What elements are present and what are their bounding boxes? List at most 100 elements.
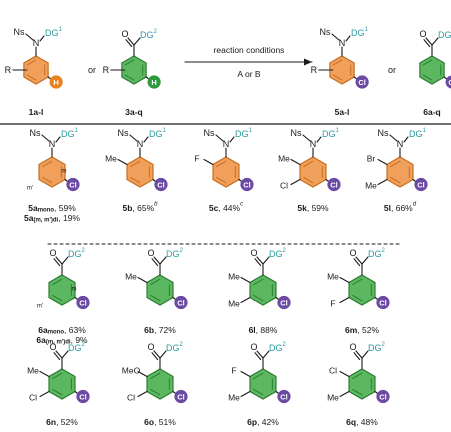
inner-double-bond bbox=[26, 74, 37, 81]
inner-double-bond bbox=[124, 59, 135, 66]
bond-line bbox=[403, 136, 409, 143]
dg-superscript: 1 bbox=[59, 27, 63, 33]
chloro-badge-circle bbox=[376, 389, 390, 404]
caption-part: , 51% bbox=[154, 417, 176, 427]
dg-superscript: 1 bbox=[336, 128, 340, 134]
compound-caption: 6b, 72% bbox=[144, 325, 176, 335]
nitrogen-atom: N bbox=[310, 139, 317, 149]
inner-double-bond bbox=[150, 388, 161, 396]
dg-text: DG bbox=[140, 30, 154, 40]
inner-double-bond bbox=[352, 294, 363, 302]
dg-text: DG bbox=[61, 129, 75, 139]
carbonyl-oxygen: O bbox=[49, 248, 56, 258]
meta-substituent: Me bbox=[228, 299, 240, 309]
bond-line bbox=[262, 350, 270, 359]
bond-line bbox=[61, 350, 69, 359]
meta-substituent: Me bbox=[228, 393, 240, 403]
dg-superscript: 1 bbox=[365, 27, 369, 33]
directing-group-label: DG2 bbox=[269, 342, 287, 353]
bond-line bbox=[339, 276, 350, 284]
caption-part: 5a bbox=[28, 203, 38, 213]
directing-group-label: DG2 bbox=[368, 342, 386, 353]
inner-double-bond bbox=[253, 372, 264, 380]
caption-part: 5b bbox=[122, 203, 132, 213]
carbonyl-oxygen: O bbox=[147, 248, 154, 258]
directing-group-label: DG1 bbox=[322, 128, 340, 139]
dg-text: DG bbox=[322, 129, 336, 139]
inner-double-bond bbox=[52, 294, 63, 302]
carbonyl-oxygen: O bbox=[121, 29, 128, 39]
bond-line bbox=[153, 256, 161, 265]
inner-double-bond bbox=[42, 176, 53, 184]
inner-double-bond bbox=[216, 160, 227, 168]
dg-text: DG bbox=[166, 249, 180, 259]
meta-substituent: Me bbox=[365, 181, 377, 191]
compound-caption: 6q, 48% bbox=[346, 417, 378, 427]
dg-superscript: 1 bbox=[163, 128, 167, 134]
chloro-badge-circle bbox=[154, 177, 168, 192]
bond-line bbox=[302, 134, 311, 142]
dg-text: DG bbox=[269, 343, 283, 353]
chloro-badge-circle bbox=[445, 75, 451, 89]
directing-group-label: DG2 bbox=[438, 29, 451, 40]
bond-line bbox=[39, 35, 45, 42]
bond-line bbox=[431, 37, 439, 46]
chloro-badge-circle bbox=[355, 75, 369, 89]
directing-group-label: DG2 bbox=[166, 248, 184, 259]
bond-line bbox=[151, 258, 159, 267]
directing-group-label: DG2 bbox=[140, 29, 158, 40]
inner-double-bond bbox=[26, 59, 37, 66]
chloro-badge-circle bbox=[376, 295, 390, 310]
dg-superscript: 2 bbox=[382, 248, 386, 254]
r-group-label: R bbox=[103, 65, 110, 75]
ortho-substituent: Cl bbox=[329, 366, 337, 376]
ns-group-label: Ns bbox=[291, 128, 302, 138]
bond-line bbox=[137, 276, 148, 284]
bond-line bbox=[316, 136, 322, 143]
bond-line bbox=[125, 39, 133, 48]
dg-text: DG bbox=[149, 129, 163, 139]
caption-part: 6l bbox=[249, 325, 256, 335]
caption-part: 6m bbox=[345, 325, 358, 335]
directing-group-label: DG1 bbox=[45, 27, 63, 38]
compound-caption: 6amono, 63% bbox=[38, 325, 86, 336]
dg-text: DG bbox=[269, 249, 283, 259]
chloro-badge-text: Cl bbox=[69, 180, 77, 189]
caption-part: 5k bbox=[297, 203, 307, 213]
caption-part: , 44% bbox=[218, 203, 240, 213]
arrow-head bbox=[304, 58, 312, 66]
inner-double-bond bbox=[303, 176, 314, 184]
inner-double-bond bbox=[216, 176, 227, 184]
bond-line bbox=[53, 258, 61, 267]
position-label-m: m bbox=[61, 169, 66, 175]
arrow-label-top: reaction conditions bbox=[214, 45, 285, 55]
dg-superscript: 1 bbox=[75, 128, 79, 134]
bond-line bbox=[254, 352, 262, 361]
chloro-badge-text: Cl bbox=[379, 298, 387, 307]
dg-text: DG bbox=[438, 30, 451, 40]
dg-superscript: 2 bbox=[283, 248, 287, 254]
bond-line bbox=[256, 256, 264, 265]
bond-line bbox=[355, 350, 363, 359]
caption-part: , 48% bbox=[356, 417, 378, 427]
inner-double-bond bbox=[130, 160, 141, 168]
bond-line bbox=[153, 350, 161, 359]
inner-double-bond bbox=[332, 59, 343, 66]
inner-double-bond bbox=[422, 59, 433, 66]
position-label-mprime: m' bbox=[37, 304, 43, 310]
chloro-badge-circle bbox=[174, 389, 188, 404]
ns-group-label: Ns bbox=[378, 128, 389, 138]
caption-part: , 66% bbox=[391, 203, 413, 213]
bond-line bbox=[290, 178, 301, 186]
nitrogen-atom: N bbox=[223, 139, 230, 149]
